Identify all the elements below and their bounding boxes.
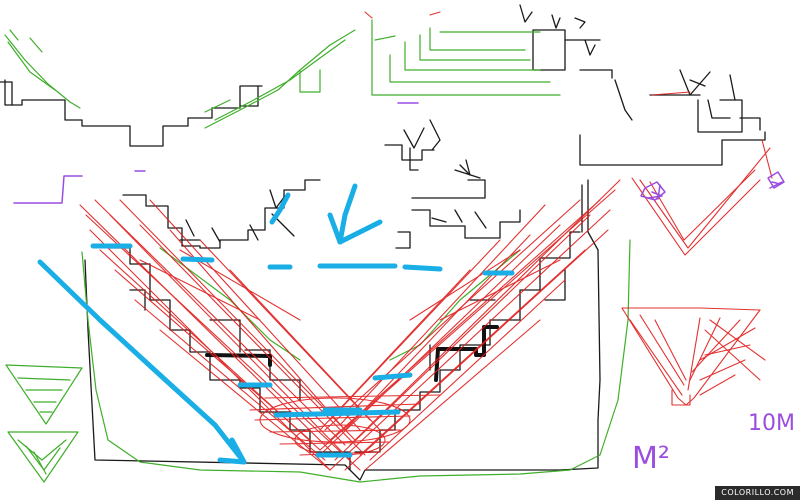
red-hatching — [79, 11, 773, 471]
green-lines — [4, 19, 631, 483]
purple-strokes — [13, 102, 785, 204]
blue-strokes — [37, 183, 515, 465]
distance-label: 10M — [748, 411, 795, 436]
area-unit-label: M² — [632, 441, 670, 476]
black-stepped-lines — [0, 4, 766, 481]
watermark: COLORILLO.COM — [715, 486, 800, 500]
